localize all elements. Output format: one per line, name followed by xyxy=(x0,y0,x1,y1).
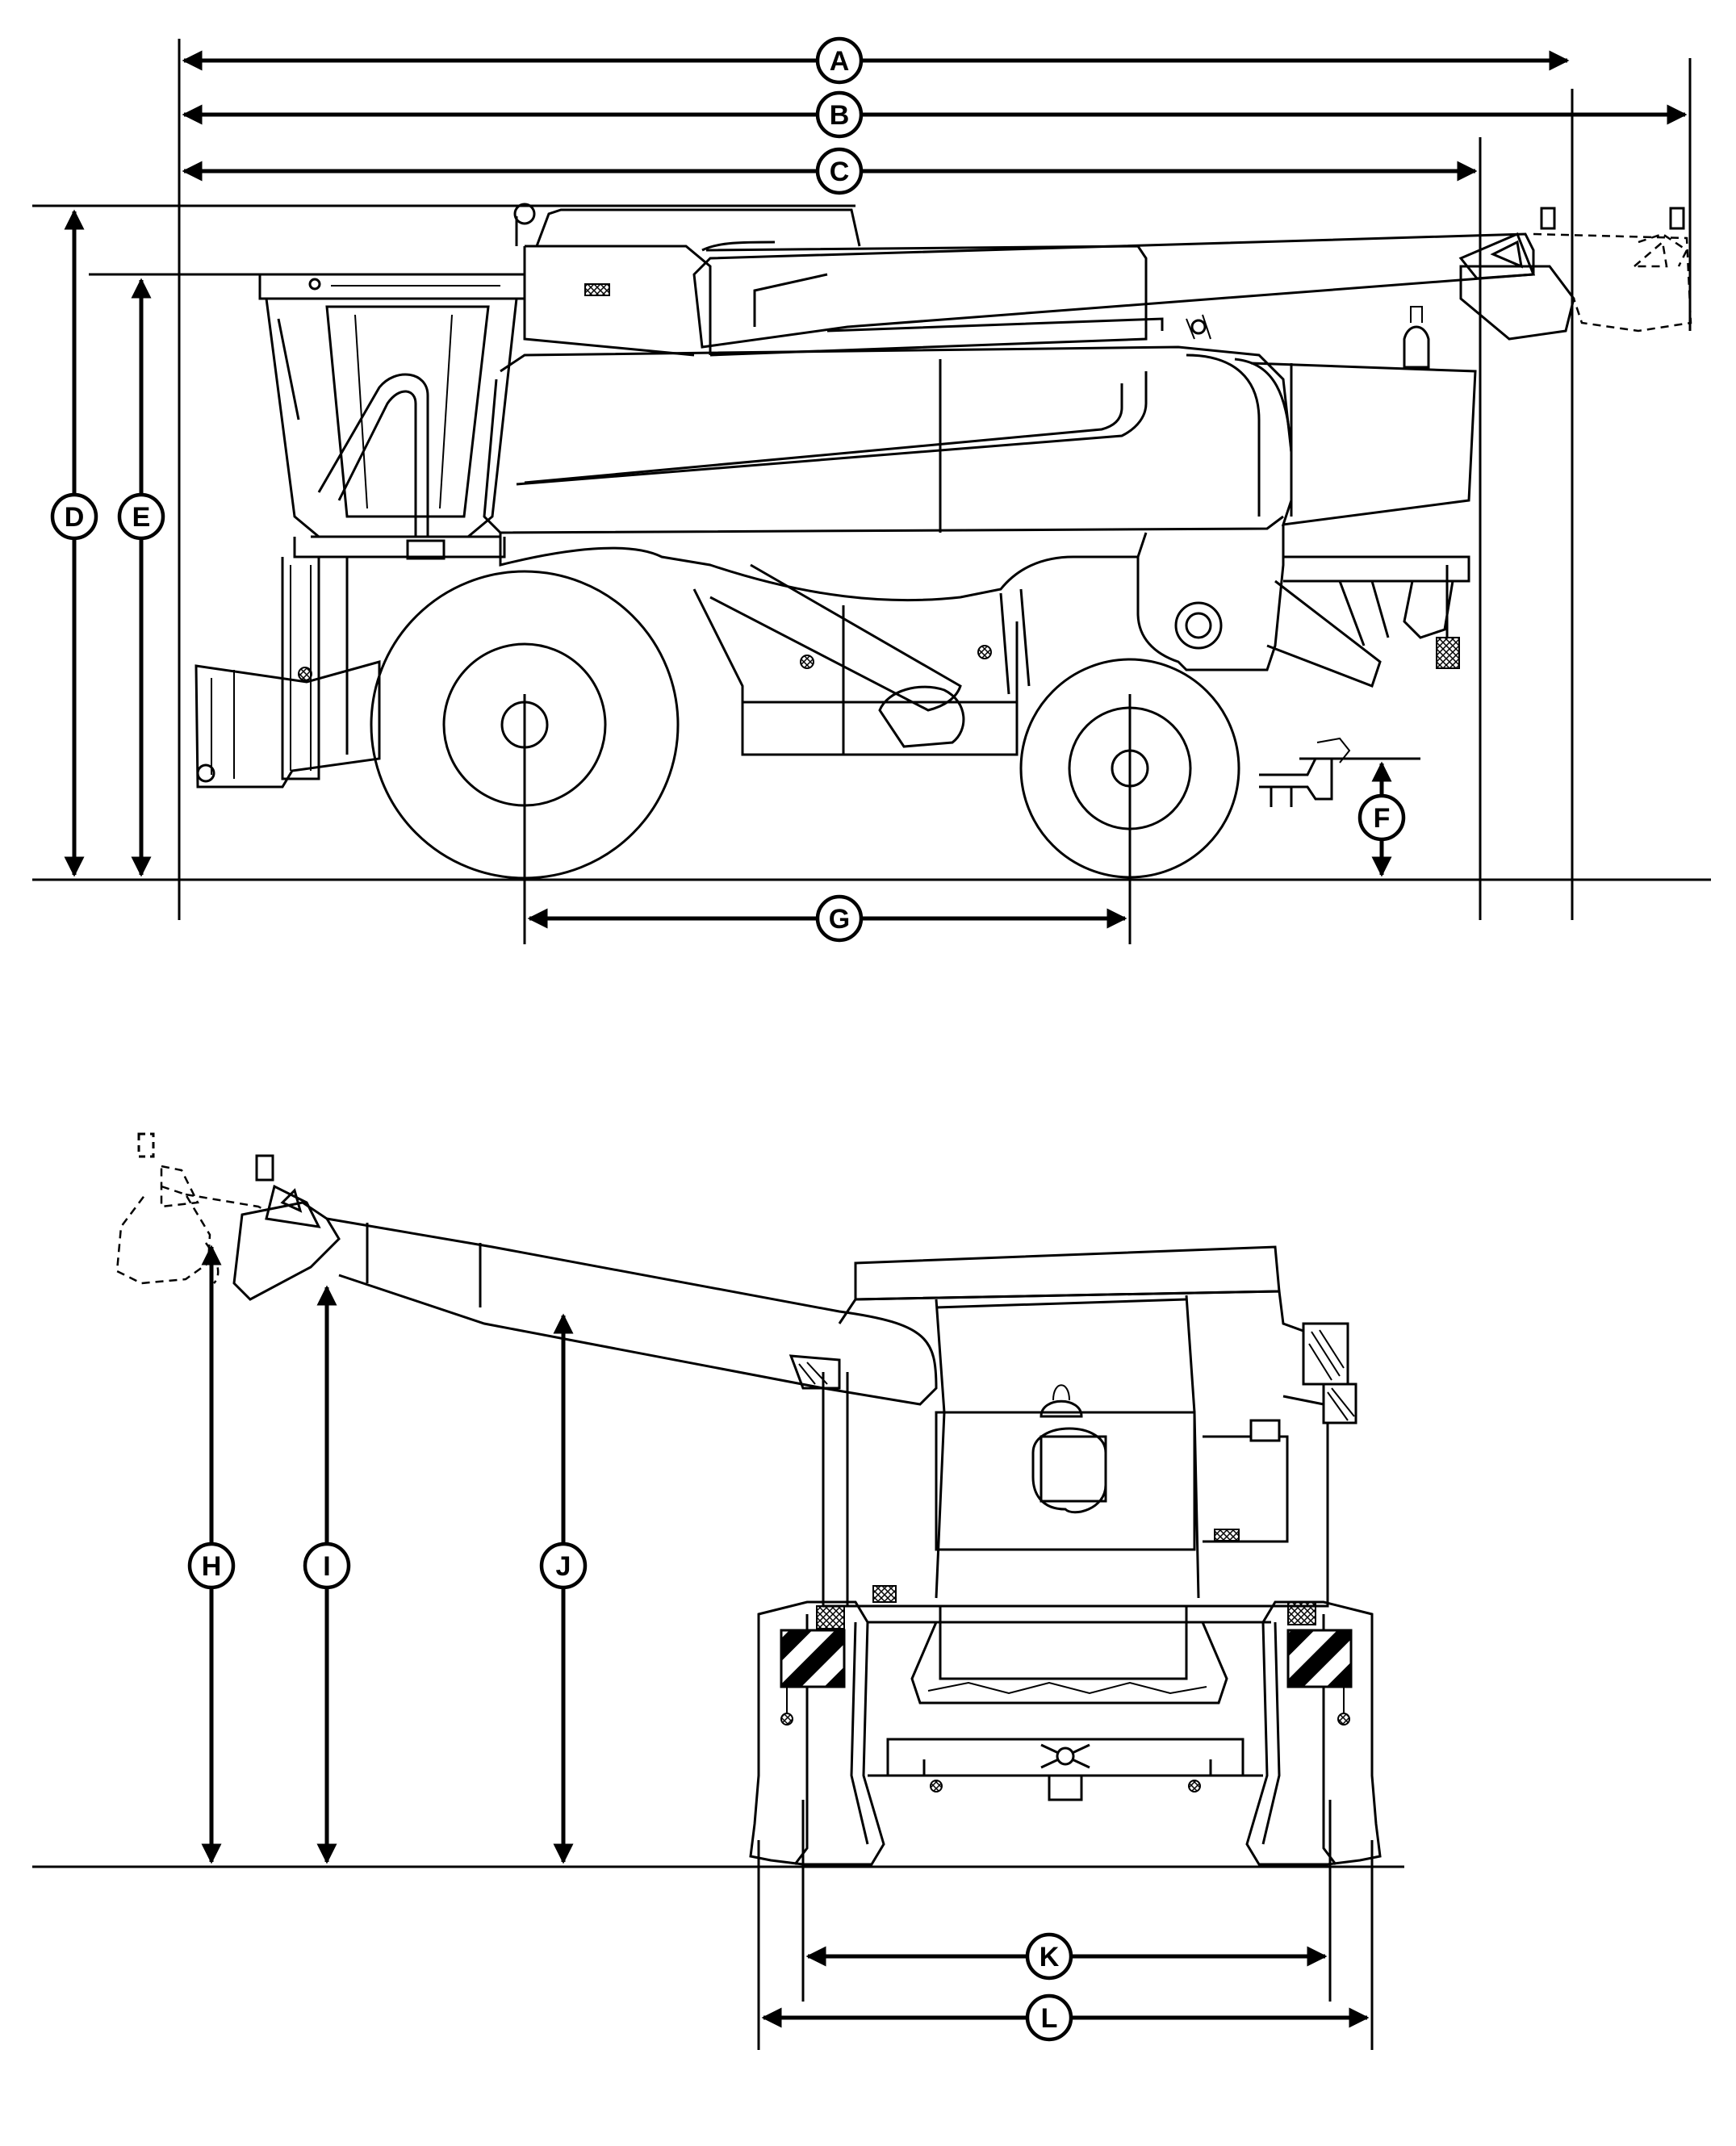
dimension-label-d: D xyxy=(50,492,98,541)
dimension-label-a: A xyxy=(815,36,864,85)
rear-reference-lines xyxy=(32,1800,1404,2050)
dimension-label-l-text: L xyxy=(1041,2003,1058,2034)
dimension-labels: A B C D E F G H xyxy=(50,36,1406,2042)
right-warning-panel xyxy=(1286,1629,1353,1688)
side-view xyxy=(32,39,1711,944)
side-dimension-arrows xyxy=(64,50,1688,929)
dimension-label-i-text: I xyxy=(323,1551,330,1582)
rear-view xyxy=(32,1132,1404,2050)
dimension-label-l: L xyxy=(1025,1993,1073,2042)
dimension-label-b-text: B xyxy=(830,100,850,131)
dimension-label-e: E xyxy=(117,492,165,541)
combine-side-illustration xyxy=(195,203,1692,880)
rear-wheel xyxy=(1019,658,1240,879)
dimension-label-c-text: C xyxy=(830,157,850,187)
combine-rear-illustration xyxy=(115,1132,1382,1866)
left-warning-panel xyxy=(780,1629,846,1688)
dimension-label-i: I xyxy=(303,1542,351,1590)
dimension-label-g: G xyxy=(815,894,864,943)
dimension-label-j-text: J xyxy=(556,1551,571,1582)
dimension-label-e-text: E xyxy=(132,502,151,533)
dimension-label-k: K xyxy=(1025,1932,1073,1981)
dimension-label-h: H xyxy=(187,1542,236,1590)
dimension-label-k-text: K xyxy=(1040,1942,1060,1972)
dimension-label-j: J xyxy=(539,1542,588,1590)
dimension-label-h-text: H xyxy=(202,1551,222,1582)
front-wheel xyxy=(370,570,680,880)
dimension-label-b: B xyxy=(815,90,864,139)
auger-spout xyxy=(232,1201,341,1301)
dimension-label-d-text: D xyxy=(65,502,85,533)
dimension-label-g-text: G xyxy=(829,904,850,935)
dimension-label-a-text: A xyxy=(830,46,850,77)
dimension-label-f: F xyxy=(1357,793,1406,842)
dimension-label-c: C xyxy=(815,147,864,195)
dimension-label-f-text: F xyxy=(1374,803,1391,834)
side-reference-lines xyxy=(32,39,1711,944)
